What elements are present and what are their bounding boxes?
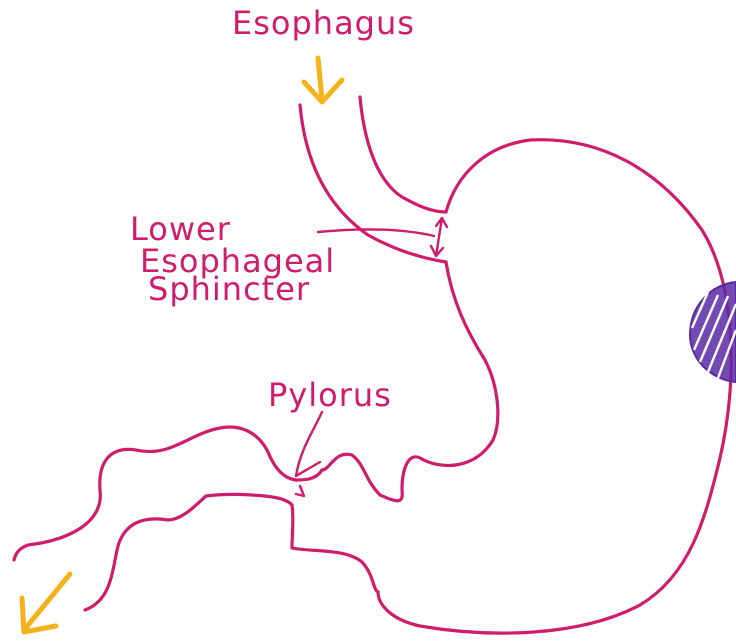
stomach-greater-curvature bbox=[378, 140, 731, 633]
pylorus-wall-lower bbox=[292, 505, 378, 592]
les-leader-line bbox=[318, 229, 434, 236]
label-esophagus: Esophagus bbox=[232, 4, 415, 42]
pylorus-leader-line bbox=[296, 412, 322, 476]
esophagus-wall-left bbox=[300, 105, 446, 262]
hatched-spot bbox=[690, 282, 736, 382]
pylorus-marker bbox=[296, 486, 304, 496]
outflow-arrow bbox=[22, 574, 70, 632]
label-pylorus: Pylorus bbox=[268, 376, 392, 414]
inflow-arrow bbox=[304, 58, 342, 102]
label-les-line3: Sphincter bbox=[148, 270, 310, 308]
duodenum-lower-wall bbox=[85, 494, 292, 610]
esophagus-wall-right bbox=[360, 97, 446, 212]
